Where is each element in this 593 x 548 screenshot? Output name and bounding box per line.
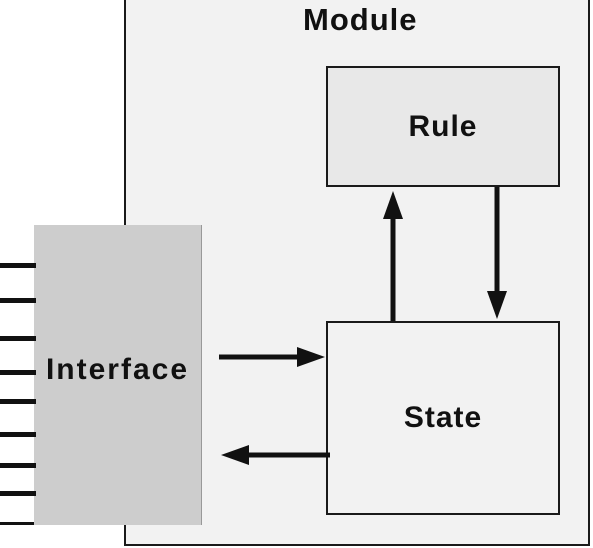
interface-pin xyxy=(0,432,36,437)
state-label: State xyxy=(403,401,483,434)
module-title: Module xyxy=(303,2,418,37)
rule-box: Rule xyxy=(326,66,560,187)
interface-box: Interface xyxy=(34,225,202,525)
interface-pin xyxy=(0,298,36,303)
interface-pin xyxy=(0,336,36,341)
rule-label: Rule xyxy=(408,109,478,143)
state-box: State xyxy=(326,321,560,515)
interface-pin xyxy=(0,399,36,404)
interface-pin xyxy=(0,463,36,468)
interface-label: Interface xyxy=(45,353,190,386)
interface-pin xyxy=(0,370,36,375)
interface-pin xyxy=(0,491,36,496)
interface-pin xyxy=(0,263,36,268)
